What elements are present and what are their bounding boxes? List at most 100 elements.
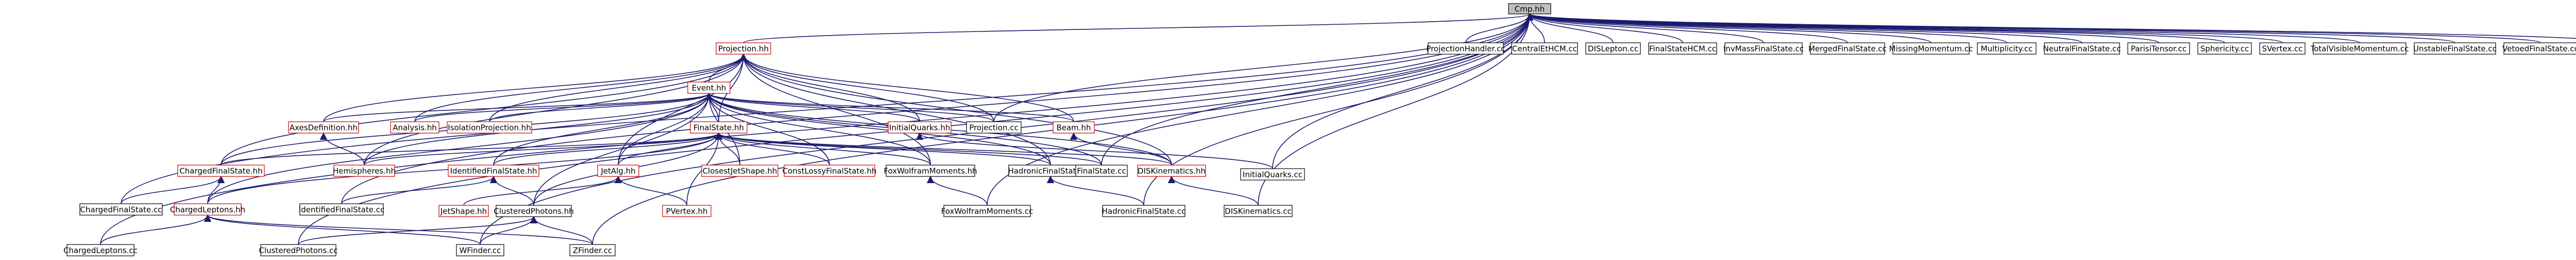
node-svertex-cc[interactable]: SVertex.cc (2259, 42, 2306, 55)
node-label: Projection.cc (969, 123, 1018, 133)
node-diskinematics-cc[interactable]: DISKinematics.cc (1224, 205, 1293, 217)
edge-projection-hh-to-cmp-hh (743, 13, 1533, 43)
edge-zfinder-cc-to-charged-leptons-hh (204, 214, 593, 245)
node-box (1724, 42, 1803, 55)
node-closest-jet-shape-hh[interactable]: ClosestJetShape.hh (701, 165, 778, 177)
node-label: JetAlg.hh (600, 167, 635, 176)
node-hadronic-final-state-hh[interactable]: HadronicFinalState.hh (1008, 165, 1093, 177)
edge-final-state-hcm-cc-to-cmp-hh (1526, 13, 1683, 43)
node-box (662, 205, 711, 217)
node-clustered-photons-cc[interactable]: ClusteredPhotons.cc (259, 244, 338, 256)
node-label: InitialQuarks.cc (1243, 170, 1302, 180)
edge-jet-alg-hh-to-event-hh (618, 92, 713, 166)
node-dislepton-cc[interactable]: DISLepton.cc (1585, 42, 1641, 55)
node-identified-final-state-cc[interactable]: IdentifiedFinalState.cc (299, 203, 384, 216)
node-projection-hh[interactable]: Projection.hh (716, 42, 771, 55)
edge-analysis-hh-to-event-hh (414, 92, 713, 122)
node-isolation-projection-hh[interactable]: IsolationProjection.hh (447, 121, 532, 134)
node-wfinder-cc[interactable]: WFinder.cc (456, 244, 504, 256)
edge-fox-wolfram-moments-hh-to-final-state-hh (715, 132, 931, 166)
node-box (597, 165, 639, 177)
node-box (448, 165, 539, 177)
node-merged-final-state-cc[interactable]: MergedFinalState.cc (1808, 42, 1887, 55)
node-label: WFinder.cc (460, 246, 501, 255)
edge-beam-hh-to-event-hh (705, 92, 1074, 122)
node-charged-final-state-hh[interactable]: ChargedFinalState.hh (177, 165, 265, 177)
node-box (1428, 42, 1504, 55)
edge-isolation-projection-hh-to-event-hh (489, 92, 713, 122)
edge-total-visible-momentum-cc-to-cmp-hh (1526, 13, 2360, 43)
node-central-et-hcm-cc[interactable]: CentralEtHCM.cc (1511, 42, 1578, 55)
node-identified-final-state-hh[interactable]: IdentifiedFinalState.hh (448, 165, 539, 177)
node-label: Analysis.hh (393, 123, 437, 133)
node-box (390, 121, 439, 134)
node-cmp-hh[interactable]: Cmp.hh (1508, 3, 1551, 14)
node-neutral-final-state-cc[interactable]: NeutralFinalState.cc (2043, 42, 2121, 55)
node-final-state-cc[interactable]: FinalState.cc (1075, 165, 1128, 177)
node-parisi-tensor-cc[interactable]: ParisiTensor.cc (2127, 42, 2190, 55)
node-projection-cc[interactable]: Projection.cc (966, 121, 1022, 134)
node-projection-handler-cc[interactable]: ProjectionHandler.cc (1426, 42, 1505, 55)
node-label: InitialQuarks.hh (889, 123, 950, 133)
edge-hadronic-final-state-hh-to-event-hh (705, 92, 1051, 166)
edge-diskinematics-hh-to-final-state-hh (715, 132, 1172, 166)
edge-sphericity-cc-to-cmp-hh (1526, 13, 2225, 43)
node-box (177, 165, 265, 177)
node-label: ChargedFinalState.hh (179, 167, 262, 176)
edge-fox-wolfram-moments-hh-to-event-hh (705, 92, 931, 166)
node-final-state-hcm-cc[interactable]: FinalStateHCM.cc (1648, 42, 1717, 55)
edge-charged-leptons-hh-to-charged-final-state-hh (207, 175, 225, 204)
node-zfinder-cc[interactable]: ZFinder.cc (569, 244, 616, 256)
node-vetoed-final-state-cc[interactable]: VetoedFinalState.cc (2502, 42, 2576, 55)
node-missing-momentum-cc[interactable]: MissingMomentum.cc (1889, 42, 1973, 55)
node-total-visible-momentum-cc[interactable]: TotalVisibleMomentum.cc (2310, 42, 2409, 55)
node-label: FinalState.hh (693, 123, 744, 133)
node-box (690, 121, 748, 134)
node-box (1102, 205, 1185, 217)
node-sphericity-cc[interactable]: Sphericity.cc (2197, 42, 2252, 55)
node-label: DISLepton.cc (1588, 44, 1638, 54)
node-hemispheres-hh[interactable]: Hemispheres.hh (333, 165, 396, 177)
node-label: ClosestJetShape.hh (703, 167, 777, 176)
node-label: MissingMomentum.cc (1889, 44, 1973, 54)
edge-wfinder-cc-to-charged-leptons-hh (204, 214, 481, 245)
node-jet-shape-hh[interactable]: JetShape.hh (438, 205, 489, 217)
node-beam-hh[interactable]: Beam.hh (1053, 121, 1095, 134)
node-fox-wolfram-moments-hh[interactable]: FoxWolframMoments.hh (884, 165, 977, 177)
edge-identified-final-state-hh-to-final-state-hh (493, 132, 723, 166)
node-box (886, 165, 975, 177)
node-jet-alg-hh[interactable]: JetAlg.hh (597, 165, 639, 177)
node-multiplicity-cc[interactable]: Multiplicity.cc (1977, 42, 2037, 55)
node-event-hh[interactable]: Event.hh (687, 82, 731, 94)
node-diskinematics-hh[interactable]: DISKinematics.hh (1137, 165, 1206, 177)
edge-const-lossy-final-state-hh-to-event-hh (705, 92, 830, 166)
edge-fox-wolfram-moments-hh-to-projection-hh (739, 53, 931, 166)
node-inv-mass-final-state-cc[interactable]: InvMassFinalState.cc (1723, 42, 1804, 55)
node-box (966, 121, 1022, 134)
node-initial-quarks-hh[interactable]: InitialQuarks.hh (888, 121, 952, 134)
node-pvertex-hh[interactable]: PVertex.hh (662, 205, 711, 217)
node-charged-leptons-cc[interactable]: ChargedLeptons.cc (63, 244, 138, 256)
node-box (79, 203, 163, 216)
node-clustered-photons-hh[interactable]: ClusteredPhotons.hh (494, 205, 574, 217)
node-analysis-hh[interactable]: Analysis.hh (390, 121, 439, 134)
node-charged-leptons-hh[interactable]: ChargedLeptons.hh (170, 203, 245, 216)
node-box (784, 165, 875, 177)
node-initial-quarks-cc[interactable]: InitialQuarks.cc (1240, 168, 1305, 181)
node-charged-final-state-cc[interactable]: ChargedFinalState.cc (79, 203, 163, 216)
node-unstable-final-state-cc[interactable]: UnstableFinalState.cc (2413, 42, 2497, 55)
node-final-state-hh[interactable]: FinalState.hh (690, 121, 748, 134)
edge-charged-leptons-hh-to-event-hh (207, 92, 713, 204)
node-box (716, 42, 771, 55)
node-hadronic-final-state-cc[interactable]: HadronicFinalState.cc (1102, 205, 1185, 217)
node-box (1075, 165, 1128, 177)
node-box (1648, 42, 1717, 55)
node-const-lossy-final-state-hh[interactable]: ConstLossyFinalState.hh (783, 165, 877, 177)
edge-final-state-cc-to-final-state-hh (715, 132, 1102, 166)
node-fox-wolfram-moments-cc[interactable]: FoxWolframMoments.cc (941, 205, 1033, 217)
node-axes-definition-hh[interactable]: AxesDefinition.hh (288, 121, 359, 134)
node-box (943, 205, 1031, 217)
node-label: ChargedFinalState.cc (80, 205, 162, 215)
node-label: ChargedLeptons.hh (170, 205, 245, 215)
